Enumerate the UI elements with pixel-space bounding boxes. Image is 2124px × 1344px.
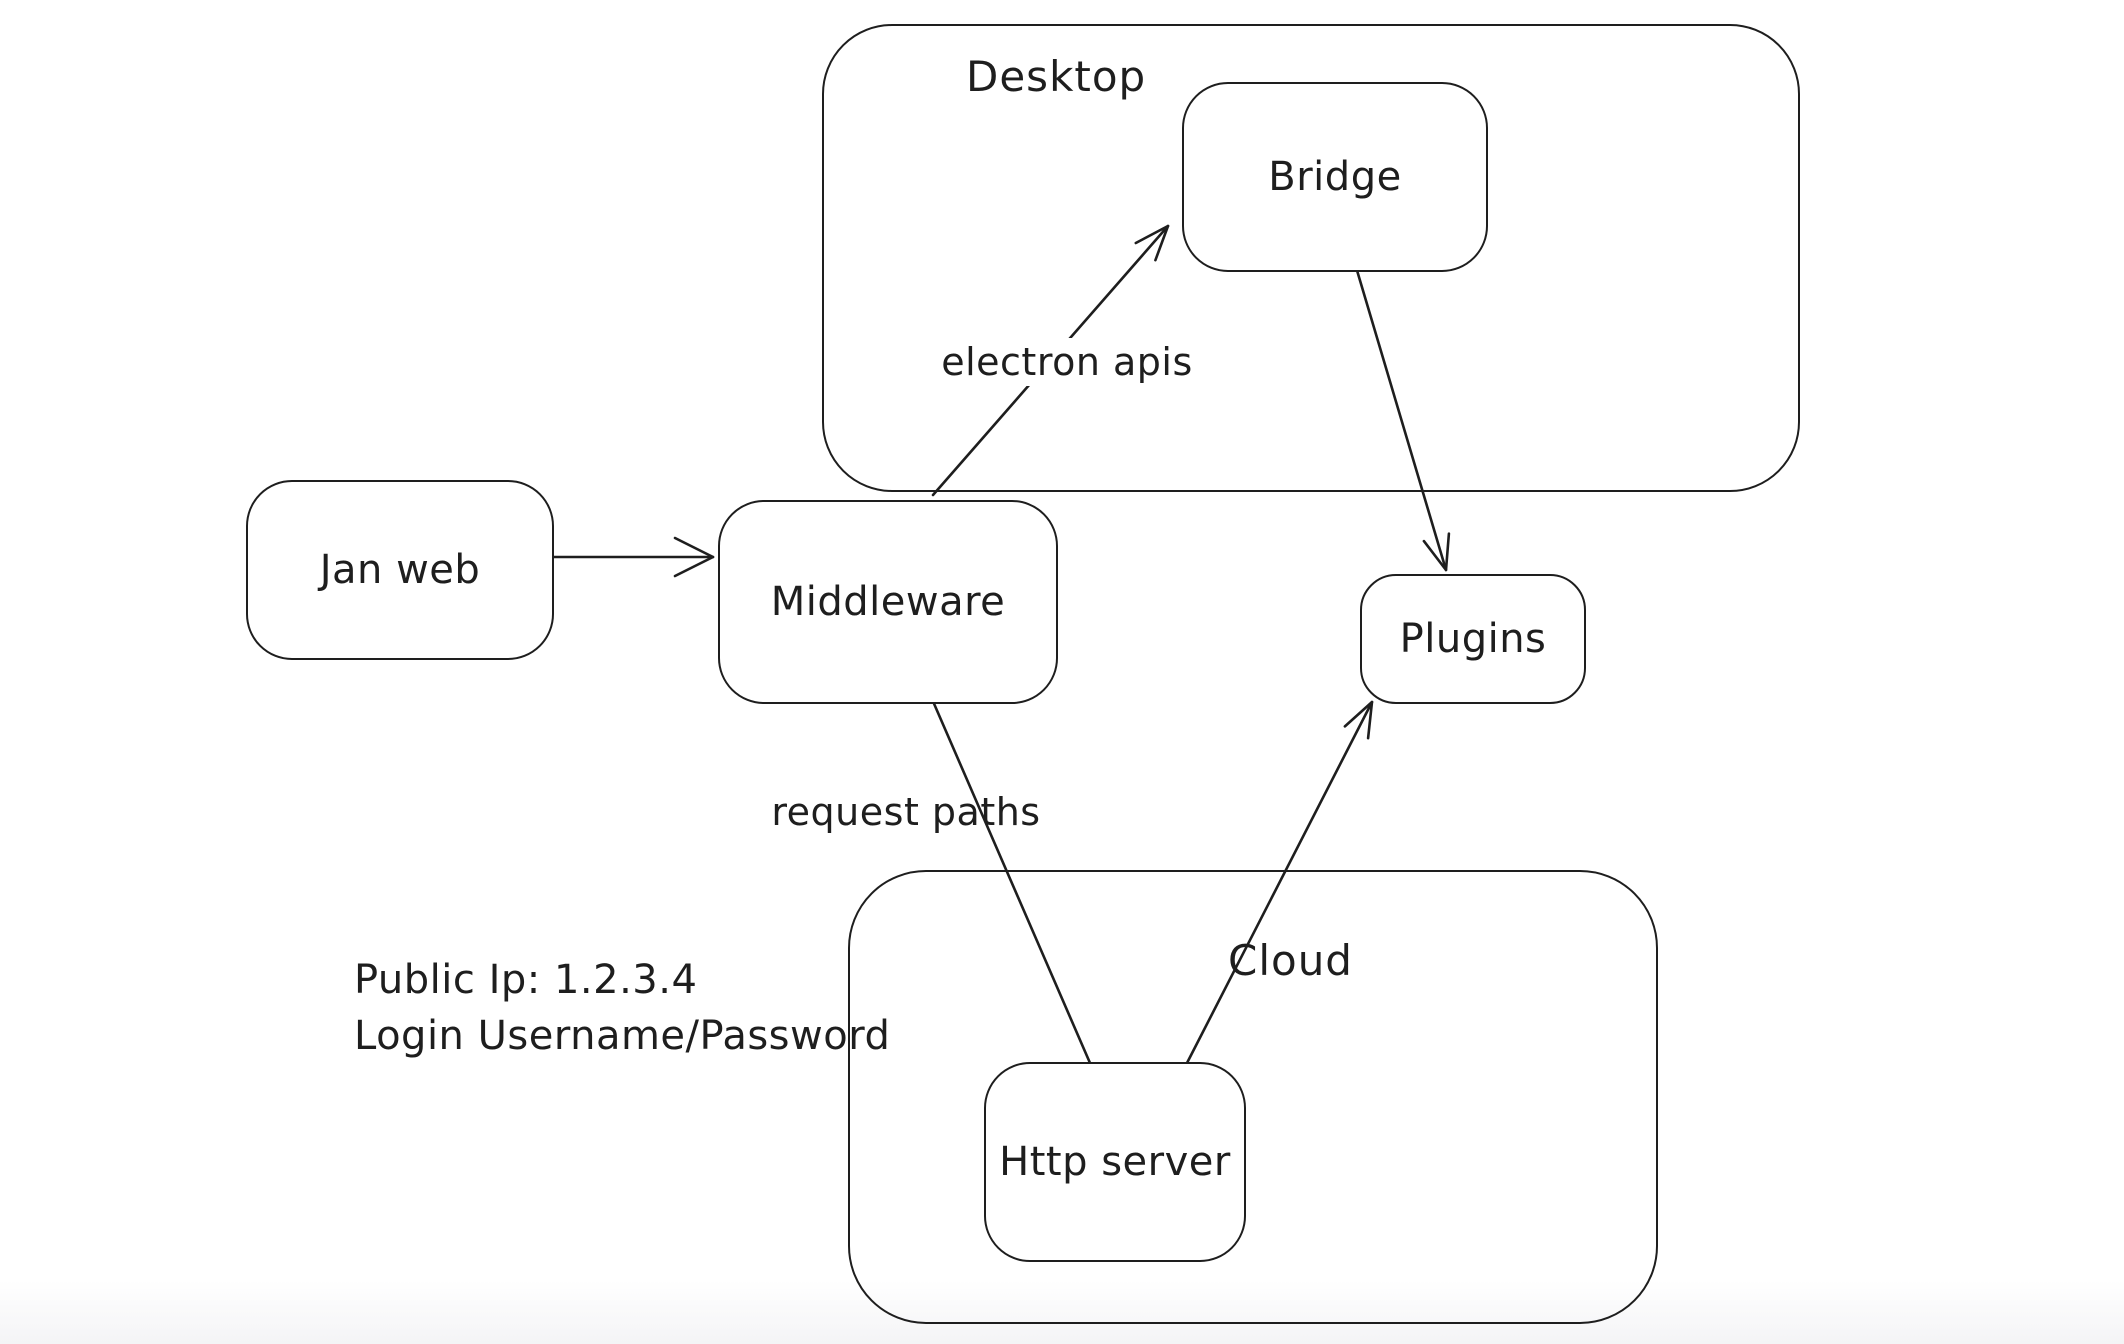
node-plugins: Plugins [1360, 574, 1586, 704]
note-line-login: Login Username/Password [354, 1013, 891, 1059]
node-http-server-label: Http server [999, 1139, 1231, 1185]
edge-label-request-paths: request paths [771, 790, 1041, 834]
edge-bridge-plugins-arrowhead [1422, 532, 1451, 572]
page-bottom-fade [0, 1280, 2124, 1344]
node-plugins-label: Plugins [1399, 616, 1547, 662]
cloud-container-label: Cloud [1228, 936, 1353, 985]
node-middleware-label: Middleware [770, 579, 1006, 625]
node-jan-web-label: Jan web [319, 547, 481, 593]
desktop-container-label: Desktop [966, 52, 1147, 101]
edge-janweb-middleware-arrowhead [673, 536, 715, 578]
node-bridge-label: Bridge [1268, 154, 1402, 200]
edge-httpserver-plugins-arrowhead [1343, 700, 1374, 740]
note-line-public-ip: Public Ip: 1.2.3.4 [354, 957, 698, 1003]
node-jan-web: Jan web [246, 480, 554, 660]
credentials-note: Public Ip: 1.2.3.4 Login Username/Passwo… [354, 952, 890, 1064]
node-middleware: Middleware [718, 500, 1058, 704]
edge-label-electron-apis: electron apis [933, 338, 1201, 386]
desktop-container [822, 24, 1800, 492]
node-bridge: Bridge [1182, 82, 1488, 272]
node-http-server: Http server [984, 1062, 1246, 1262]
